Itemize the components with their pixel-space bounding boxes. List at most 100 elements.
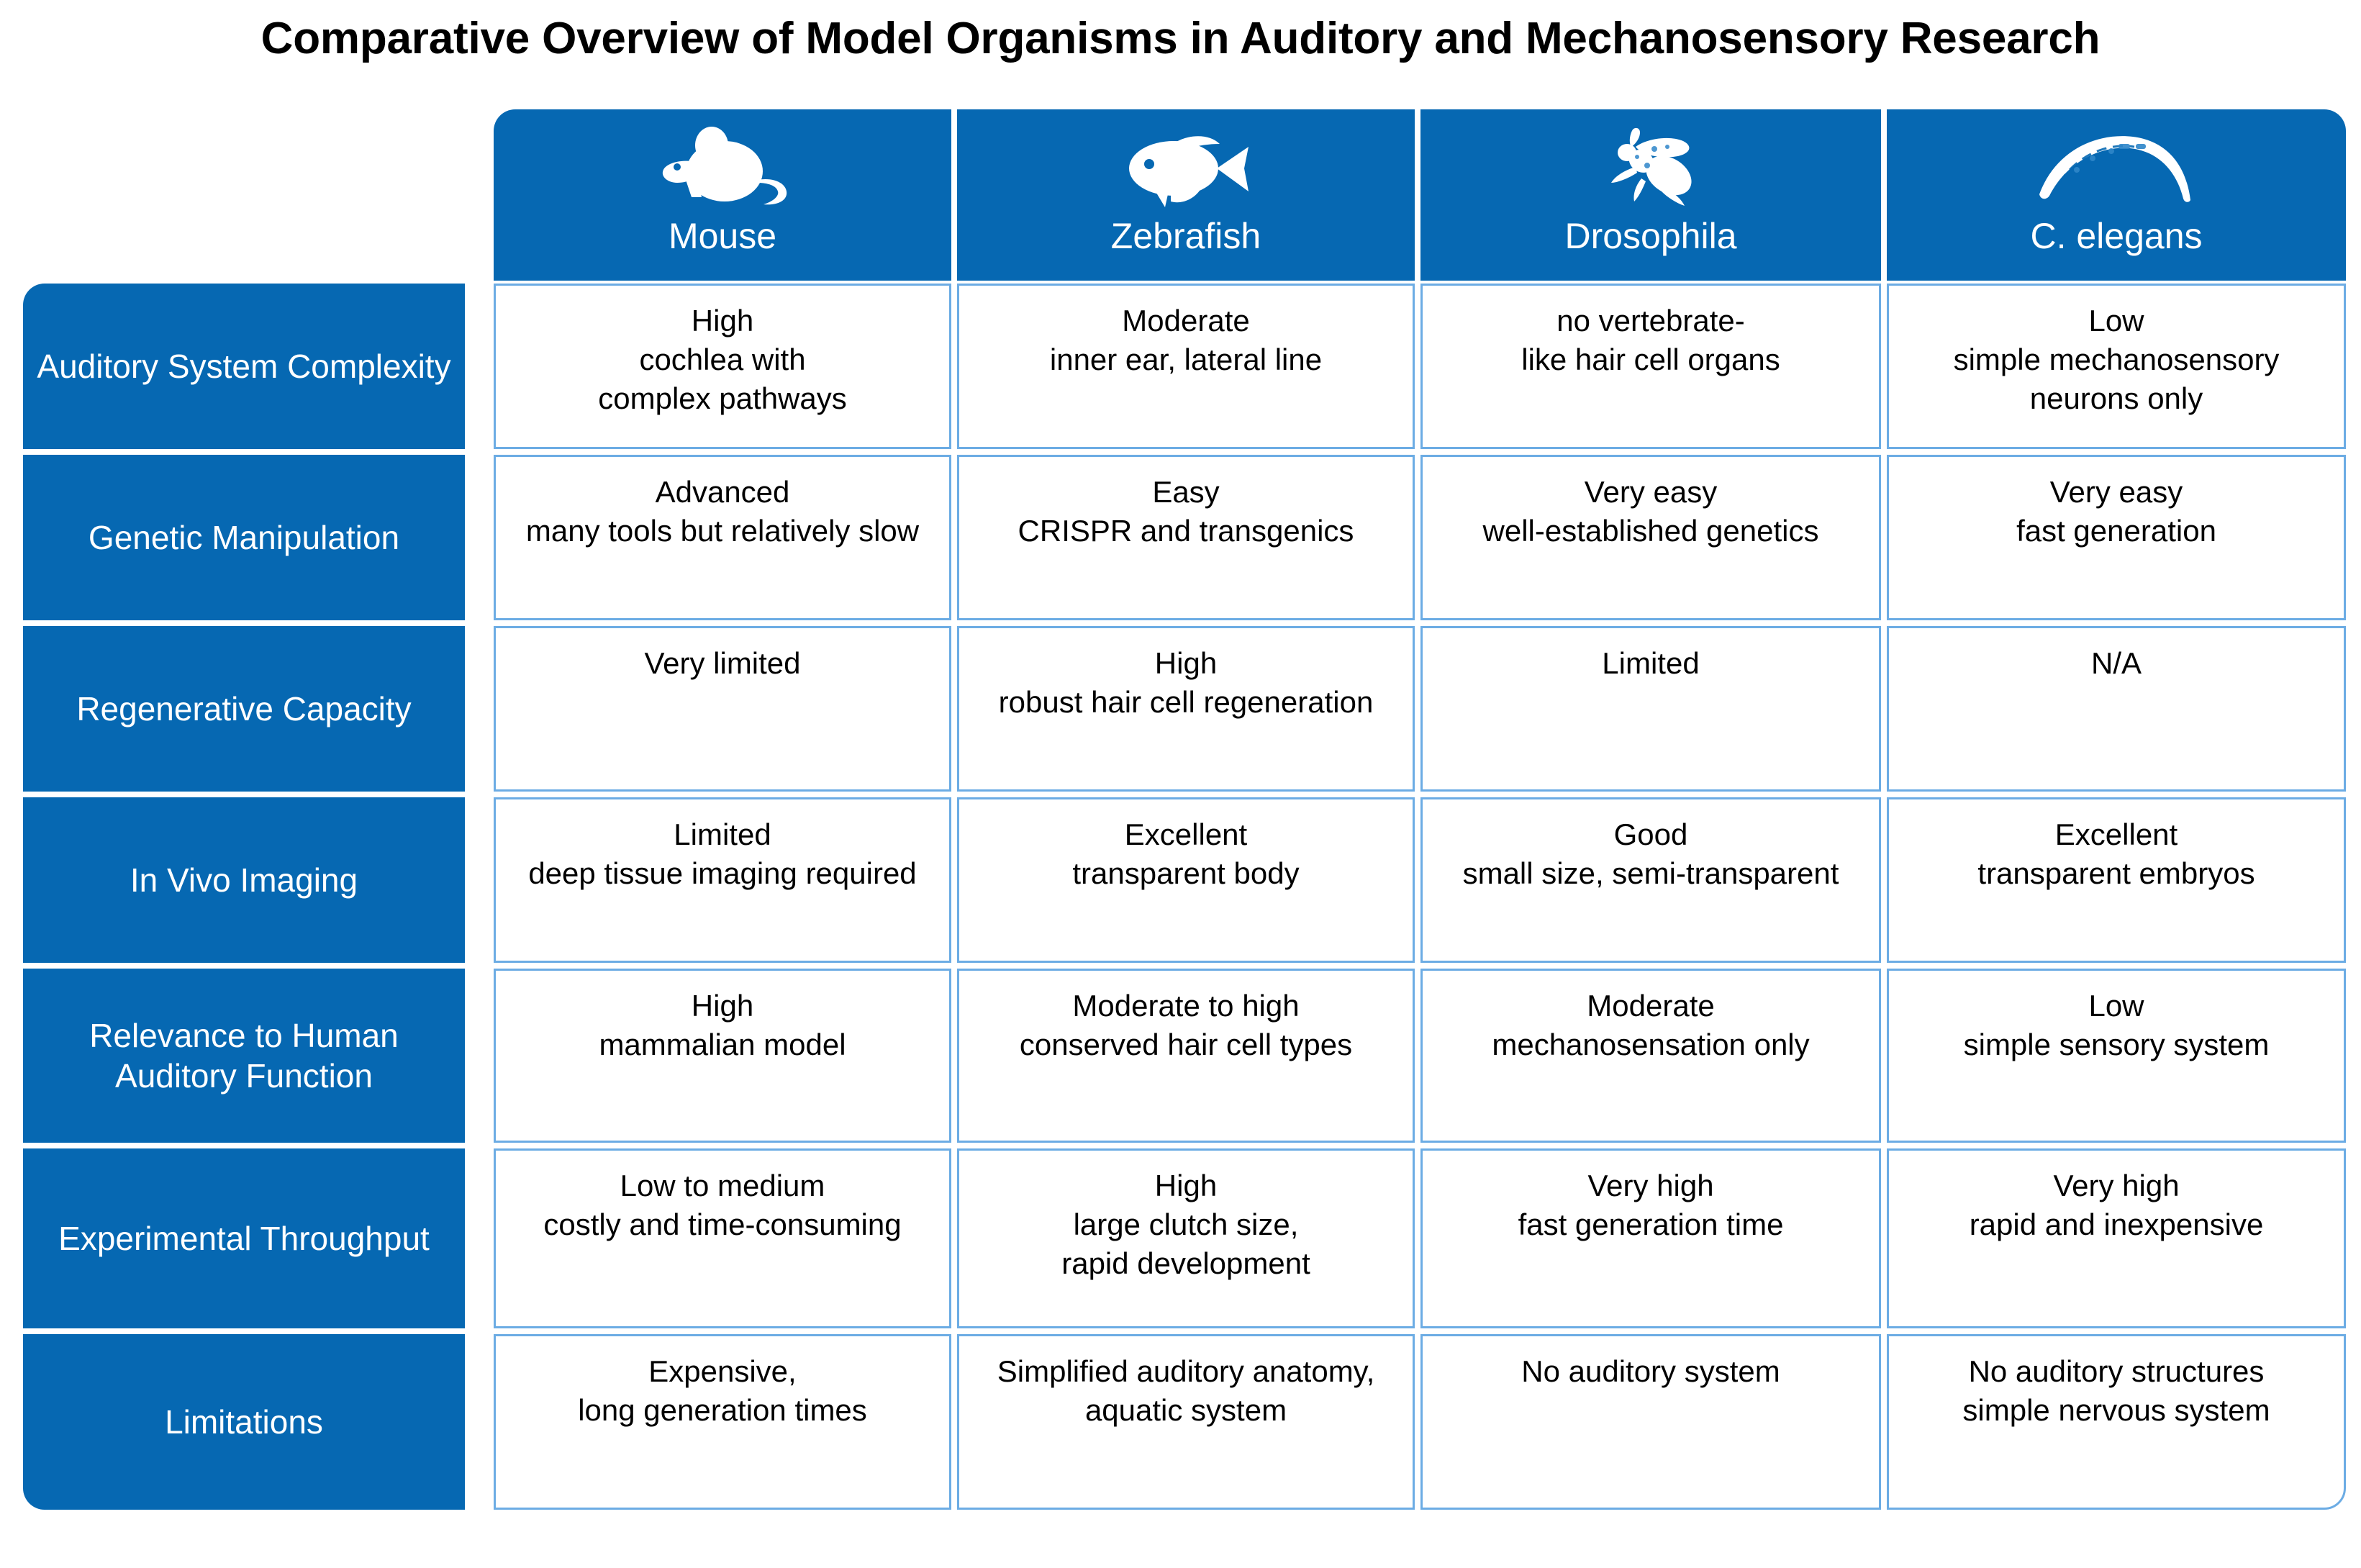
- table-cell: Low simple sensory system: [1887, 969, 2346, 1143]
- cell-line: simple sensory system: [1963, 1028, 2270, 1061]
- cell-line: robust hair cell regeneration: [998, 685, 1374, 719]
- row-header-3[interactable]: In Vivo Imaging: [23, 797, 465, 963]
- cell-line: fast generation: [2016, 514, 2216, 548]
- cell-line: rapid development: [1061, 1246, 1310, 1280]
- table-cell: Moderate inner ear, lateral line: [957, 284, 1415, 449]
- cell-line: Easy: [1152, 475, 1220, 509]
- cell-line: conserved hair cell types: [1019, 1028, 1353, 1061]
- cell-line: Advanced: [655, 475, 790, 509]
- table-cell: N/A: [1887, 626, 2346, 792]
- table-cell: No auditory system: [1420, 1334, 1881, 1510]
- table-cell: Low simple mechanosensory neurons only: [1887, 284, 2346, 449]
- cell-line: costly and time-consuming: [543, 1207, 902, 1241]
- page-title: Comparative Overview of Model Organisms …: [260, 14, 2101, 63]
- cell-line: no vertebrate-: [1556, 304, 1745, 337]
- table-row: Auditory System Complexity High cochlea wi…: [23, 281, 2346, 452]
- column-header-label: Zebrafish: [1110, 216, 1261, 256]
- cell-line: Limited: [1602, 646, 1700, 680]
- cell-line: rapid and inexpensive: [1969, 1207, 2264, 1241]
- cell-line: Limited: [674, 817, 771, 851]
- table-row: Regenerative Capacity Very limited High rob…: [23, 623, 2346, 794]
- cell-line: Moderate: [1122, 304, 1250, 337]
- cell-line: complex pathways: [598, 381, 847, 415]
- cell-line: N/A: [2090, 646, 2142, 680]
- cell-line: Very limited: [644, 646, 801, 680]
- mouse-icon: [633, 125, 812, 210]
- row-header-1[interactable]: Genetic Manipulation: [23, 455, 465, 620]
- table-cell: Advanced many tools but relatively slow: [494, 455, 951, 620]
- cell-line: Low to medium: [620, 1169, 825, 1202]
- cell-line: No auditory structures: [1968, 1354, 2265, 1388]
- row-header-4[interactable]: Relevance to Human Auditory Function: [23, 969, 465, 1143]
- cell-line: inner ear, lateral line: [1049, 343, 1323, 376]
- table-cell: Excellent transparent embryos: [1887, 797, 2346, 963]
- cell-line: Very high: [1587, 1169, 1714, 1202]
- cell-line: Expensive,: [648, 1354, 797, 1388]
- cell-line: No auditory system: [1521, 1354, 1780, 1388]
- table-cell: High robust hair cell regeneration: [957, 626, 1415, 792]
- column-header-mouse[interactable]: Mouse: [494, 109, 951, 281]
- worm-icon: [2026, 125, 2206, 210]
- cell-line: mammalian model: [599, 1028, 846, 1061]
- cell-line: Moderate: [1587, 989, 1715, 1023]
- column-header-drosophila[interactable]: Drosophila: [1420, 109, 1881, 281]
- header-corner-spacer: [23, 109, 494, 281]
- cell-line: many tools but relatively slow: [525, 514, 920, 548]
- comparison-table: Mouse Zebrafish: [23, 109, 2346, 1541]
- cell-line: Very easy: [1584, 475, 1718, 509]
- cell-line: simple mechanosensory: [1953, 343, 2280, 376]
- table-cell: High cochlea with complex pathways: [494, 284, 951, 449]
- cell-line: Excellent: [1124, 817, 1248, 851]
- cell-line: well-established genetics: [1482, 514, 1819, 548]
- cell-line: transparent body: [1072, 856, 1300, 890]
- table-cell: Limited: [1420, 626, 1881, 792]
- cell-line: long generation times: [578, 1393, 867, 1427]
- table-cell: Limited deep tissue imaging required: [494, 797, 951, 963]
- cell-line: Low: [2088, 304, 2144, 337]
- cell-line: Very easy: [2049, 475, 2183, 509]
- cell-line: Good: [1613, 817, 1688, 851]
- column-header-c-elegans[interactable]: C. elegans: [1887, 109, 2346, 281]
- cell-line: transparent embryos: [1977, 856, 2255, 890]
- cell-line: High: [1154, 1169, 1218, 1202]
- column-header-label: C. elegans: [2030, 216, 2203, 256]
- table-cell: Very limited: [494, 626, 951, 792]
- cell-line: deep tissue imaging required: [528, 856, 917, 890]
- column-header-zebrafish[interactable]: Zebrafish: [957, 109, 1415, 281]
- row-header-2[interactable]: Regenerative Capacity: [23, 626, 465, 792]
- table-row: Genetic Manipulation Advanced many tools b…: [23, 452, 2346, 623]
- table-row: Limitations Expensive, long generation tim…: [23, 1331, 2346, 1513]
- table-row: Experimental Throughput Low to medium cost…: [23, 1146, 2346, 1331]
- fly-icon: [1561, 125, 1741, 210]
- table-cell: Very easy well-established genetics: [1420, 455, 1881, 620]
- cell-line: Excellent: [2054, 817, 2178, 851]
- table-cell: Excellent transparent body: [957, 797, 1415, 963]
- cell-line: small size, semi-transparent: [1462, 856, 1839, 890]
- fish-icon: [1096, 125, 1276, 210]
- cell-line: Moderate to high: [1072, 989, 1300, 1023]
- cell-line: High: [691, 304, 754, 337]
- cell-line: Low: [2088, 989, 2144, 1023]
- table-cell: Good small size, semi-transparent: [1420, 797, 1881, 963]
- table-row: In Vivo Imaging Limited deep tissue imagin…: [23, 794, 2346, 966]
- row-header-6[interactable]: Limitations: [23, 1334, 465, 1510]
- cell-line: neurons only: [2029, 381, 2203, 415]
- table-cell: High large clutch size, rapid development: [957, 1148, 1415, 1328]
- cell-line: large clutch size,: [1073, 1207, 1299, 1241]
- row-header-0[interactable]: Auditory System Complexity: [23, 284, 465, 449]
- cell-line: cochlea with: [639, 343, 806, 376]
- table-cell: Very easy fast generation: [1887, 455, 2346, 620]
- table-cell: Expensive, long generation times: [494, 1334, 951, 1510]
- row-header-5[interactable]: Experimental Throughput: [23, 1148, 465, 1328]
- cell-line: Simplified auditory anatomy,: [997, 1354, 1375, 1388]
- cell-line: like hair cell organs: [1521, 343, 1780, 376]
- cell-line: High: [1154, 646, 1218, 680]
